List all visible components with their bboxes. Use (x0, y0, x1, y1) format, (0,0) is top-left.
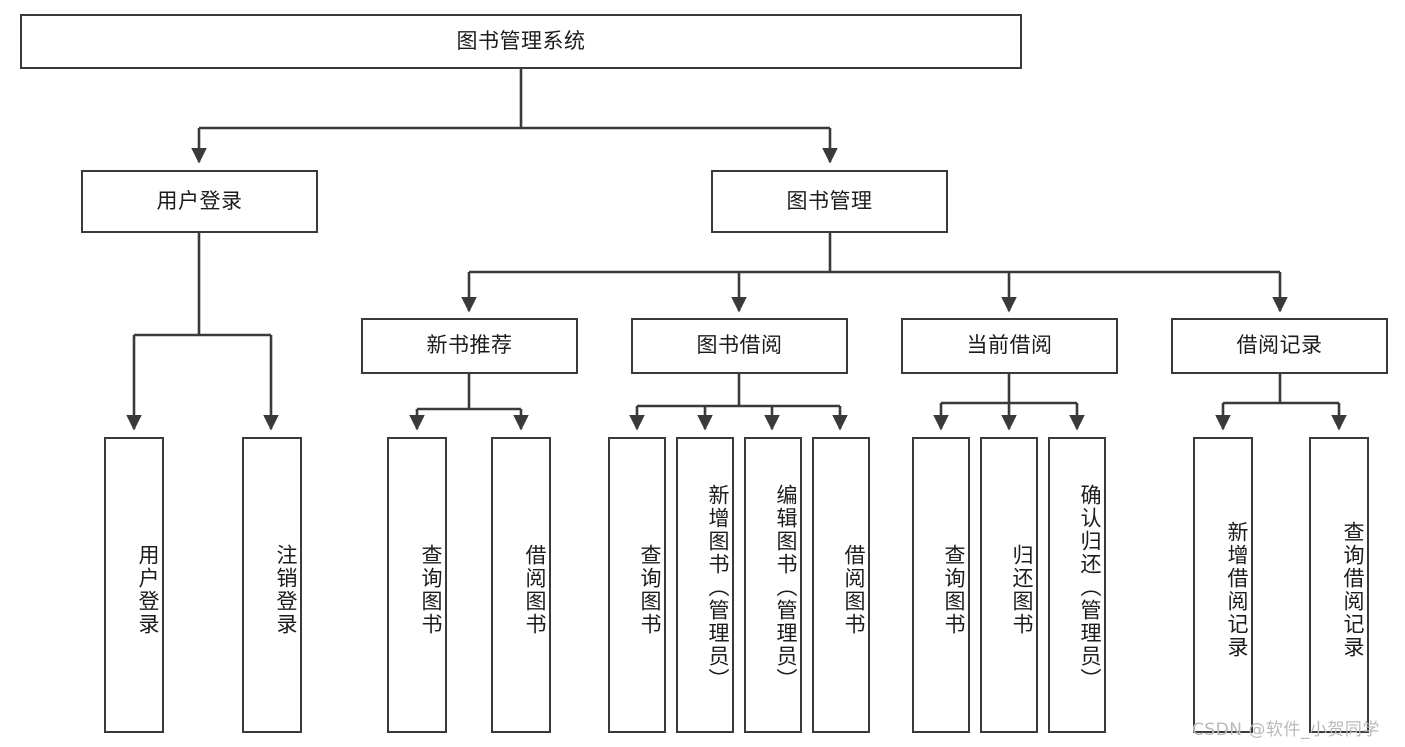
node-borrowing-record[interactable]: 借阅记录 (1171, 318, 1388, 374)
node-root-book-management-system[interactable]: 图书管理系统 (20, 14, 1022, 69)
leaf-edit-book-admin[interactable]: 编辑图书（管理员） (744, 437, 802, 733)
leaf-query-book-borrow[interactable]: 查询图书 (608, 437, 666, 733)
leaf-borrow-book-new[interactable]: 借阅图书 (491, 437, 551, 733)
leaf-borrow-book-borrow[interactable]: 借阅图书 (812, 437, 870, 733)
node-book-borrowing[interactable]: 图书借阅 (631, 318, 848, 374)
leaf-query-borrow-record[interactable]: 查询借阅记录 (1309, 437, 1369, 733)
node-current-borrowing[interactable]: 当前借阅 (901, 318, 1118, 374)
leaf-logout[interactable]: 注销登录 (242, 437, 302, 733)
leaf-add-borrow-record[interactable]: 新增借阅记录 (1193, 437, 1253, 733)
leaf-confirm-return-admin[interactable]: 确认归还（管理员） (1048, 437, 1106, 733)
leaf-return-book[interactable]: 归还图书 (980, 437, 1038, 733)
node-new-book-recommendation[interactable]: 新书推荐 (361, 318, 578, 374)
node-book-management[interactable]: 图书管理 (711, 170, 948, 233)
node-user-login[interactable]: 用户登录 (81, 170, 318, 233)
csdn-watermark: CSDN @软件_小贺同学 (1192, 720, 1380, 740)
leaf-user-login[interactable]: 用户登录 (104, 437, 164, 733)
leaf-query-book-current[interactable]: 查询图书 (912, 437, 970, 733)
leaf-query-book-new[interactable]: 查询图书 (387, 437, 447, 733)
leaf-add-book-admin[interactable]: 新增图书（管理员） (676, 437, 734, 733)
